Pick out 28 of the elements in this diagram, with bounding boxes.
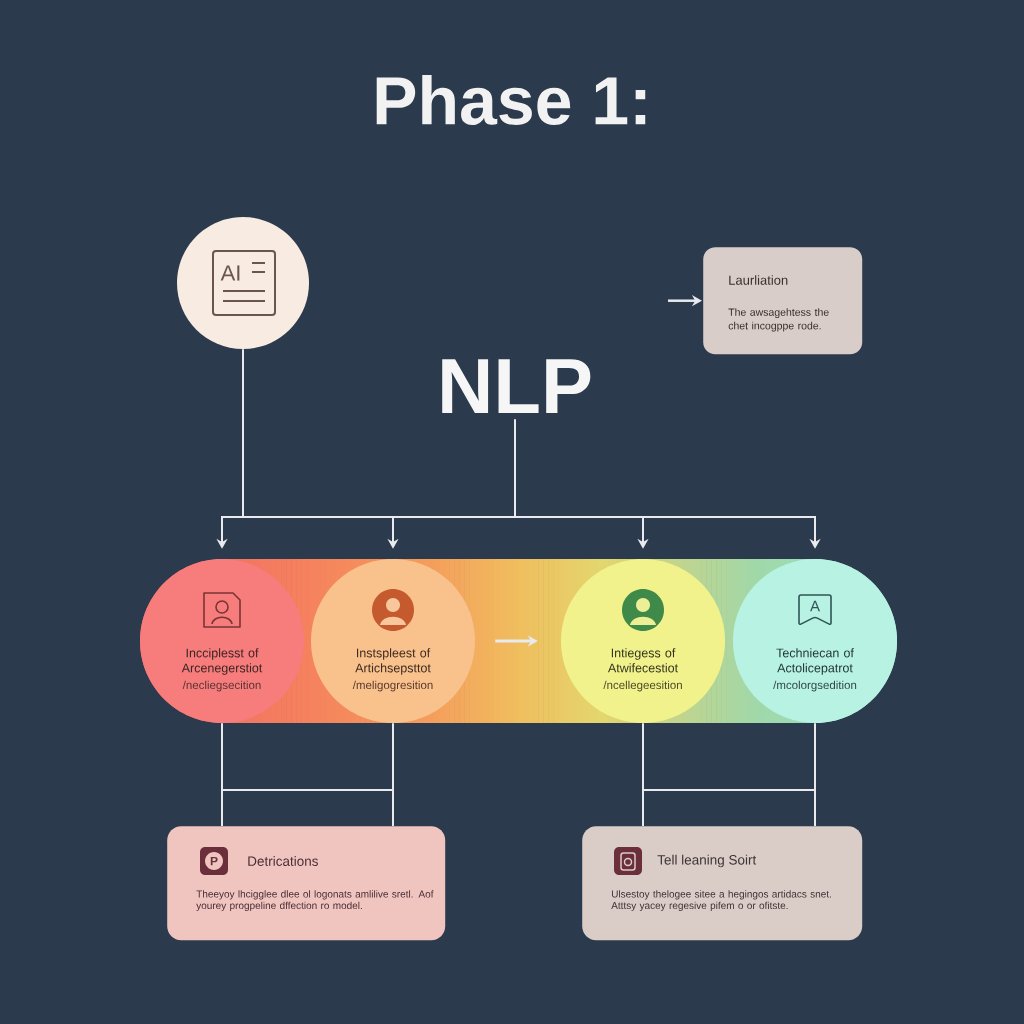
connector-line (392, 722, 394, 827)
card-title: Laurliation (729, 275, 788, 285)
circle-subtitle: /meligogresition (352, 680, 433, 692)
circle-title: Instspleest of Artichsepsttot (355, 648, 431, 675)
circle-subtitle: /ncellegeesition (603, 680, 682, 692)
circle-subtitle: /necliegsecition (182, 680, 261, 692)
card-text: Theeyoy lhcigglee dlee ol logonats amlilive sretl. Aof yourey progpeline dffection ro model. (196, 890, 434, 912)
connector-line (221, 516, 816, 518)
connector-line (221, 789, 394, 791)
title: Phase 1: (376, 75, 646, 125)
icon-letter: P (210, 856, 218, 866)
card-text: The awsagehtess the chet incogppe rode. (728, 308, 829, 332)
circle-title: Intiegess of Atwifecestiot (607, 648, 678, 673)
heading-text: NLP (442, 359, 591, 413)
icon-text: AI (220, 265, 240, 281)
connector-line (814, 722, 816, 827)
card-title: Detrications (248, 856, 318, 866)
card-text: Ulsestoy thelogee sitee a hegingos artidacs snet. Atttsy yacey regesive pifem o or ofitste. (611, 890, 831, 912)
circle-title: Incciplesst of Arcenegerstiot (181, 648, 263, 675)
circle-subtitle: /mcolorgsedition (773, 680, 857, 692)
circle-title: Techniecan of Actolicepatrot (776, 648, 854, 675)
connector-line (221, 722, 223, 827)
connector-line (514, 418, 516, 518)
card-title: Tell leaning Soirt (657, 854, 757, 868)
connector-line (642, 722, 644, 827)
icon-letter: A (810, 600, 820, 612)
connector-line (242, 348, 244, 518)
connector-line (642, 789, 816, 791)
